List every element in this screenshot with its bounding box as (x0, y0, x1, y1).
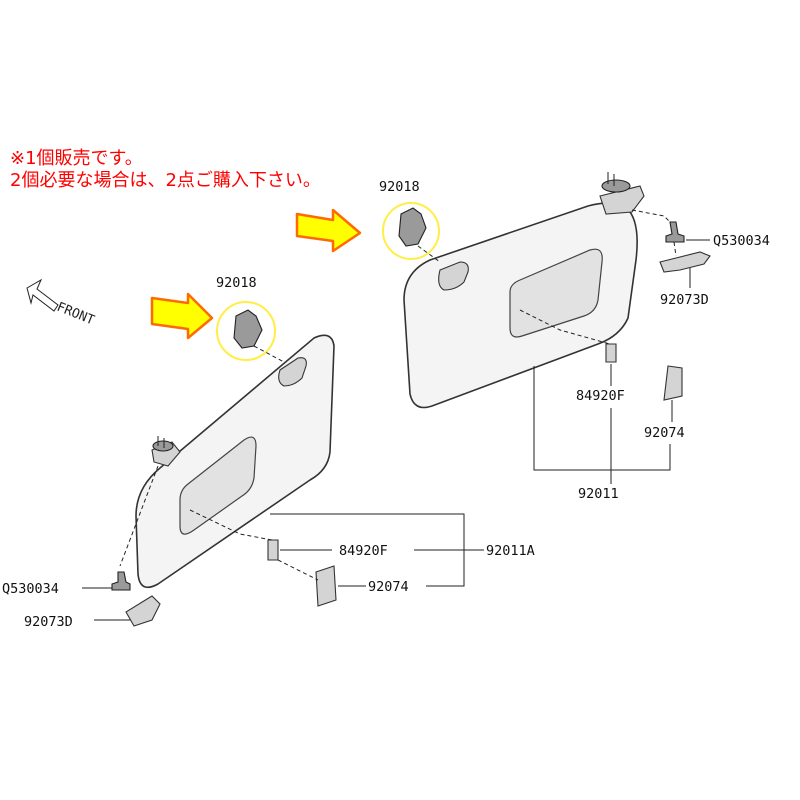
visor-pivot-bolt-right (607, 172, 615, 186)
pin-part-left (267, 539, 279, 561)
highlight-arrow-left (150, 292, 214, 340)
notice-line-2: 2個必要な場合は、2点ご購入下さい。 (10, 170, 321, 191)
assembly-line-bracket-right (673, 241, 677, 257)
front-direction-indicator: FRONT (26, 278, 97, 329)
vanity-mirror-left (179, 436, 257, 535)
right-arrow-icon (295, 208, 362, 253)
assembly-line-hook-right (417, 245, 441, 263)
visor-pivot-bolt-left (157, 436, 165, 448)
right-arrow-icon (150, 292, 214, 340)
vanity-mirror-right (509, 248, 603, 338)
part-label-screw-left: Q530034 (2, 581, 59, 597)
part-label-bracket-left: 92073D (24, 614, 73, 630)
sun-visor-left: 92018 Q530034 92073D 84920F 92074 92011A (2, 275, 535, 630)
part-label-bracket-right: 92073D (660, 292, 709, 308)
part-label-pin-left: 84920F (339, 543, 388, 559)
pin-part-right (605, 343, 617, 363)
assembly-line-mirror-left (189, 509, 319, 581)
cover-part-left (315, 565, 337, 607)
part-label-pin-right: 84920F (576, 388, 625, 404)
screw-part-right (665, 221, 685, 243)
visor-pivot-mount-right (601, 179, 631, 193)
part-label-cover-right: 92074 (644, 425, 685, 441)
assembly-line-mirror-right (519, 309, 611, 345)
part-label-hook-left: 92018 (216, 275, 257, 291)
sun-visor-right: 92018 Q530034 92073D 84920F 92074 92011 (379, 172, 770, 502)
leader-bracket-92011a (270, 513, 484, 587)
bracket-part-left (125, 595, 161, 627)
part-label-screw-right: Q530034 (713, 233, 770, 249)
visor-hook-part-right (398, 207, 427, 247)
part-label-visor-left: 92011A (486, 543, 535, 559)
visor-pivot-mount-left (152, 440, 174, 452)
front-arrow-icon (26, 278, 59, 312)
assembly-line-screw-right (631, 209, 671, 223)
part-label-visor-right: 92011 (578, 486, 619, 502)
leader-bracket-92011 (533, 366, 671, 484)
front-label: FRONT (55, 300, 97, 329)
cover-part-right (663, 365, 683, 401)
assembly-line-screw-left (119, 465, 159, 567)
visor-pivot-arm-right (599, 185, 645, 215)
notice-line-1: ※1個販売です。 (10, 148, 143, 169)
visor-hook-part-left (233, 309, 263, 349)
visor-hook-slot-right (438, 261, 469, 291)
highlight-circle-left (216, 301, 276, 361)
visor-hook-slot-left (278, 357, 307, 387)
bracket-part-right (659, 251, 711, 273)
part-label-hook-right: 92018 (379, 179, 420, 195)
assembly-line-hook-left (253, 345, 285, 363)
screw-part-left (111, 571, 131, 591)
highlight-circle-right (382, 202, 440, 260)
part-label-cover-left: 92074 (368, 579, 409, 595)
highlight-arrow-right (295, 208, 362, 253)
